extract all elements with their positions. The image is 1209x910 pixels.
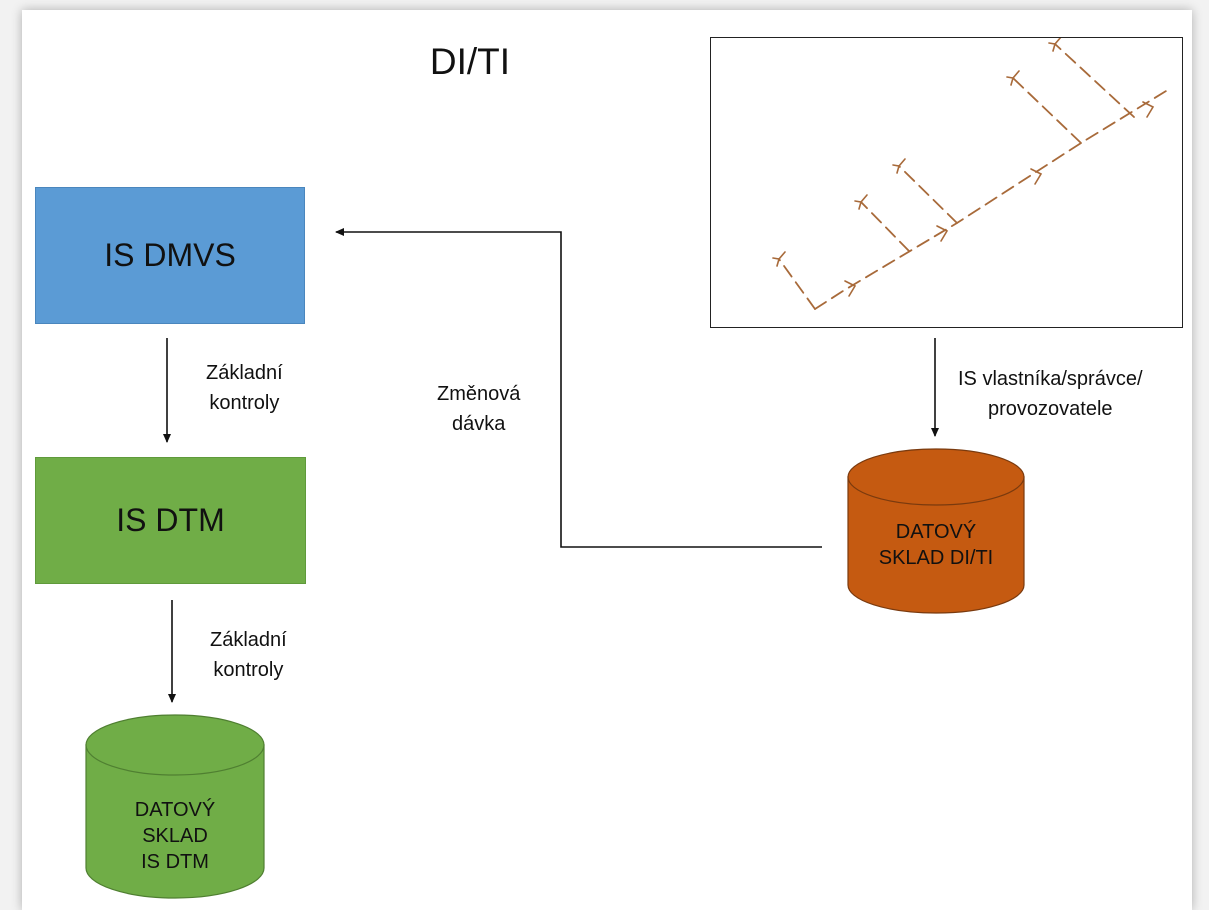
checks-label-2-line2: kontroly [213, 659, 284, 681]
warehouse-dtm-cylinder [85, 714, 265, 899]
network-map [710, 37, 1183, 328]
owner-is-label: IS vlastníka/správce/ provozovatele [958, 364, 1143, 424]
network-branch-1 [778, 258, 816, 310]
flow-chevron-4 [1142, 101, 1155, 118]
warehouse-dtm-line1: DATOVÝ [134, 799, 216, 821]
is-dmvs-label: IS DMVS [104, 237, 236, 273]
change-batch-label: Změnová dávka [437, 379, 520, 439]
owner-is-line1: IS vlastníka/správce/ [958, 368, 1143, 390]
service-cap-3 [892, 158, 906, 174]
checks-label-1: Základní kontroly [206, 358, 283, 418]
warehouse-diti-line1: DATOVÝ [895, 521, 977, 543]
arrow-change-batch [335, 228, 822, 548]
service-cap-5 [1048, 38, 1062, 52]
network-branch-3 [898, 165, 958, 224]
checks-label-1-line1: Základní [206, 362, 283, 384]
checks-label-2-line1: Základní [210, 629, 287, 651]
change-batch-line2: dávka [452, 413, 506, 435]
service-cap-4 [1006, 70, 1020, 86]
warehouse-dtm-line3: IS DTM [141, 851, 209, 873]
service-cap-2 [854, 194, 868, 210]
network-branch-2 [860, 201, 910, 252]
warehouse-dtm-text: DATOVÝ SKLAD IS DTM [86, 797, 264, 875]
flow-chevron-1 [844, 280, 857, 297]
change-batch-line1: Změnová [437, 383, 521, 405]
network-sketch [772, 38, 1172, 310]
owner-is-line2: provozovatele [988, 398, 1113, 420]
diagram-title: DI/TI [429, 41, 511, 82]
checks-label-2: Základní kontroly [210, 625, 287, 685]
is-dtm-label: IS DTM [116, 502, 225, 538]
flow-chevron-2 [936, 225, 949, 242]
is-dtm-box: IS DTM [35, 457, 306, 584]
warehouse-diti-cylinder [847, 448, 1025, 614]
warehouse-diti-text: DATOVÝ SKLAD DI/TI [848, 519, 1024, 571]
network-branch-4 [1012, 77, 1082, 144]
warehouse-dtm-line2: SKLAD [142, 825, 208, 847]
is-dmvs-box: IS DMVS [35, 187, 305, 324]
network-main-line [814, 87, 1172, 310]
flow-chevron-3 [1030, 168, 1043, 185]
warehouse-diti-line2: SKLAD DI/TI [878, 547, 994, 569]
checks-label-1-line2: kontroly [209, 392, 280, 414]
service-cap-1 [772, 251, 786, 267]
network-branch-5 [1054, 43, 1135, 118]
